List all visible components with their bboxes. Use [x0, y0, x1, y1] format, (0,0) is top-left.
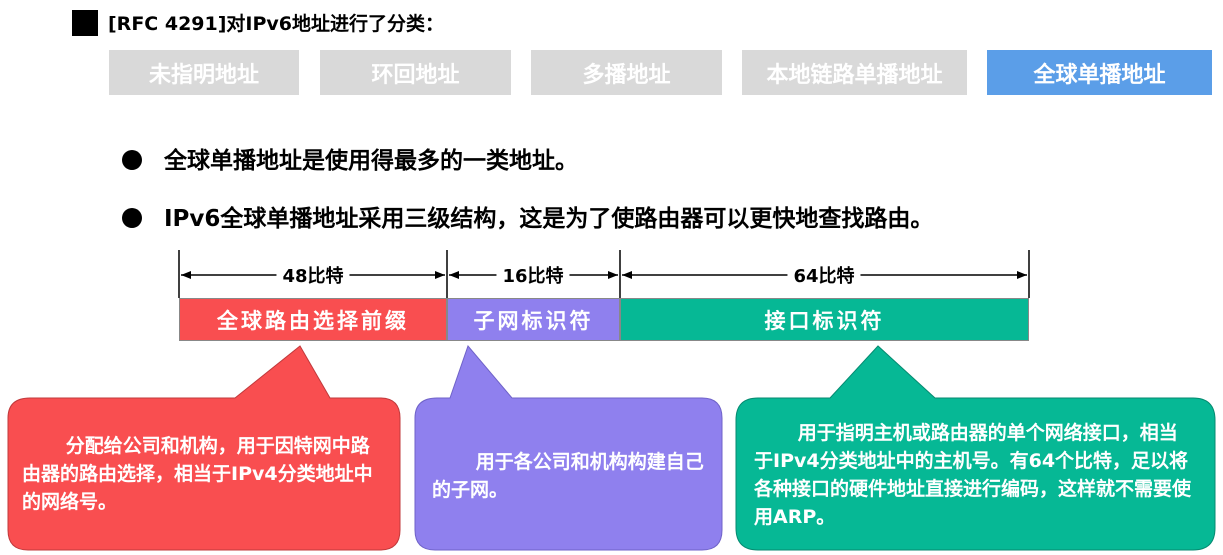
- bullet-text: 全球单播地址是使用得最多的一类地址。: [164, 148, 578, 174]
- bullet-icon: [122, 150, 142, 170]
- tab-link-local[interactable]: 本地链路单播地址: [742, 50, 967, 95]
- callout-red-text: 分配给公司和机构，用于因特网中路由器的路由选择，相当于IPv4分类地址中的网络号…: [22, 435, 373, 513]
- callout-green-text: 用于指明主机或路由器的单个网络接口，相当于IPv4分类地址中的主机号。有64个比…: [754, 422, 1192, 528]
- page-title: [RFC 4291]对IPv6地址进行了分类：: [108, 13, 445, 35]
- bullet-item: IPv6全球单播地址采用三级结构，这是为了使路由器可以更快地查找路由。: [122, 199, 933, 233]
- callout-red-shape: [7, 345, 401, 551]
- tab-multicast[interactable]: 多播地址: [531, 50, 722, 95]
- width-label-48: 48比特: [276, 262, 350, 288]
- segment-interface-id: 接口标识符: [620, 298, 1029, 341]
- tab-global-unicast[interactable]: 全球单播地址: [987, 50, 1212, 95]
- width-label-64: 64比特: [787, 262, 861, 288]
- segment-subnet-id: 子网标识符: [447, 298, 620, 341]
- bullet-item: 全球单播地址是使用得最多的一类地址。: [122, 141, 578, 175]
- callout-green-shape: [735, 345, 1216, 551]
- segment-global-routing-prefix: 全球路由选择前缀: [179, 298, 447, 341]
- width-label-16: 16比特: [496, 262, 570, 288]
- tab-loopback[interactable]: 环回地址: [320, 50, 511, 95]
- heading-square-icon: [72, 10, 98, 36]
- bullet-icon: [122, 208, 142, 228]
- callout-purple-text: 用于各公司和机构构建自己的子网。: [432, 451, 704, 501]
- callout-purple-shape: [414, 345, 723, 551]
- bullet-text: IPv6全球单播地址采用三级结构，这是为了使路由器可以更快地查找路由。: [164, 206, 934, 232]
- tab-unspecified[interactable]: 未指明地址: [109, 50, 299, 95]
